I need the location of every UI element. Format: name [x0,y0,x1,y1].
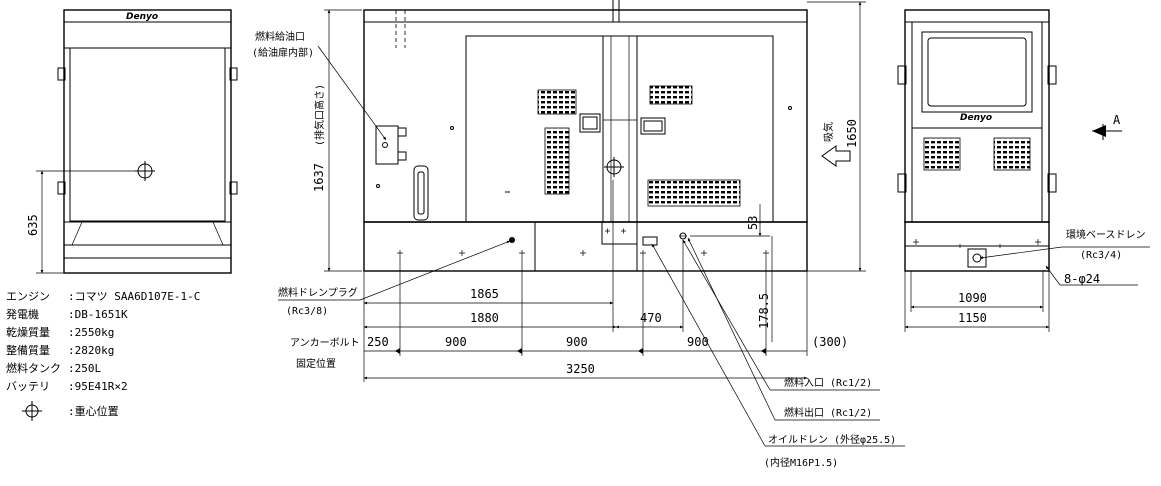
callout-fuel-fill-port: 燃料給油口 [255,30,305,43]
logo-left: Denyo [126,12,158,22]
dim-1150: 1150 [958,311,987,325]
dim-total-height: 1650 [845,119,859,148]
dim-178-5: 178.5 [757,293,771,329]
spec-label-service-mass: 整備質量 [6,343,50,357]
side-view-left: Denyo 635 [26,9,238,274]
cg-legend-text: :重心位置 [68,404,119,418]
dim-250: 250 [367,335,389,349]
spec-value-battery: :95E41R×2 [68,380,128,393]
spec-value-engine: :コマツ SAA6D107E-1-C [68,290,200,303]
dim-300: (300) [812,335,848,349]
logo-right: Denyo [960,113,992,123]
callout-oil-drain-sub: (内径M16P1.5) [764,456,838,469]
front-view [363,0,808,272]
cg-legend-icon [22,401,42,421]
spec-value-dry-mass: :2550kg [68,326,114,339]
callout-fuel-outlet: 燃料出口 (Rc1/2) [784,406,872,419]
intake-arrow-icon [821,145,851,167]
spec-value-service-mass: :2820kg [68,344,114,357]
center-of-gravity-icon [135,161,155,181]
dim-470: 470 [640,311,662,325]
callout-fuel-inlet: 燃料入口 (Rc1/2) [784,376,872,389]
spec-label-dry-mass: 乾燥質量 [6,325,50,339]
callout-env-base-drain-sub: (Rc3/4) [1080,250,1122,261]
spec-value-generator: :DB-1651K [68,308,128,321]
front-cg-icon [604,157,624,177]
front-view-dimensions: 1637 (排気口高さ) 1650 吸気 53 178.5 1865 1880 … [312,1,866,382]
dim-1090: 1090 [958,291,987,305]
callout-anchor-bolt: アンカーボルト [290,337,360,349]
callout-anchor-bolt-sub: 固定位置 [296,357,336,370]
spec-label-fuel-tank: 燃料タンク [6,361,61,375]
dim-cg-height: 635 [26,214,40,236]
callout-fuel-drain-plug: 燃料ドレンプラグ [278,286,358,299]
spec-value-fuel-tank: :250L [68,362,101,375]
view-a-arrow-icon [1092,124,1122,140]
dim-900-a: 900 [445,335,467,349]
spec-label-generator: 発電機 [6,307,39,321]
view-a-label: A [1113,113,1121,127]
callout-holes: 8-φ24 [1064,272,1100,286]
spec-label-engine: エンジン [6,290,50,303]
end-view-right: Denyo 1090 1150 環境ベースドレン (Rc3/4) 8-φ24 [897,9,1150,332]
dim-53: 53 [746,216,760,230]
dim-exhaust-height: 1637 [312,163,326,192]
dim-900-b: 900 [566,335,588,349]
callout-env-base-drain: 環境ベースドレン [1066,228,1146,241]
callout-fuel-fill-port-sub: (給油扉内部) [252,46,314,59]
callout-oil-drain: オイルドレン (外径φ25.5) [768,433,896,446]
dim-3250: 3250 [566,362,595,376]
intake-label: 吸気 [822,122,835,142]
dim-1865: 1865 [470,287,499,301]
spec-table: エンジン :コマツ SAA6D107E-1-C 発電機 :DB-1651K 乾燥… [6,290,200,421]
front-view-callouts: 燃料給油口 (給油扉内部) 燃料ドレンプラグ (Rc3/8) アンカーボルト 固… [252,30,905,469]
callout-fuel-drain-plug-sub: (Rc3/8) [286,306,328,317]
dim-1880: 1880 [470,311,499,325]
exhaust-height-label: (排気口高さ) [313,84,326,146]
spec-label-battery: バッテリ [6,380,50,393]
anchor-bolt-marks [397,228,769,256]
dim-900-c: 900 [687,335,709,349]
